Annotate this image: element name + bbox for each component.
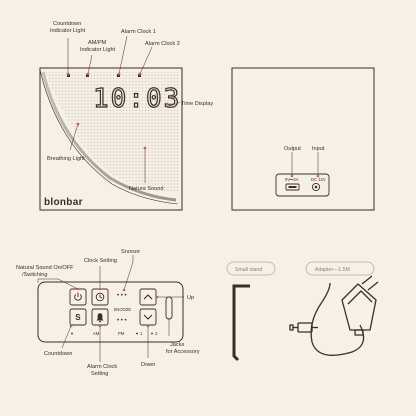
- indicator-1: 1: [140, 331, 143, 336]
- natural-sound-label-2: /Switching: [22, 272, 48, 278]
- countdown-button: [69, 308, 87, 326]
- countdown-label: Countdown: [44, 351, 72, 357]
- jacks-label-1: Jacks: [170, 342, 185, 348]
- nature-sound-label: Natura Sound: [129, 186, 164, 192]
- countdown-indicator-dot: [67, 74, 70, 77]
- small-stand-pill: [226, 261, 276, 276]
- clock-back-frame: [231, 67, 375, 211]
- port-panel: [275, 173, 330, 197]
- dc-input-port: [311, 182, 321, 192]
- accessories: Small stand Adapter---1.5M: [226, 261, 379, 362]
- ampm-light-label-2: Indicator Light: [80, 47, 116, 53]
- control-panel-diagram: • • • S SNOOZE • • • AM PM 1 2: [16, 249, 200, 377]
- adapter-label: Adapter---1.5M: [315, 267, 350, 273]
- front-view: 10:03 Countdown Indicator Light: [39, 21, 213, 211]
- control-panel: [37, 281, 184, 343]
- up-label: Up: [187, 295, 194, 301]
- natural-sound-label-1: Natural Sound On/OFF: [16, 265, 74, 271]
- breathing-light-arc: [41, 71, 177, 202]
- snooze-dots-bottom: • • •: [117, 318, 127, 324]
- usb-output-port: [285, 183, 300, 191]
- ampm-indicator-dot: [86, 74, 89, 77]
- input-spec: DC 12V: [311, 177, 326, 182]
- ampm-light-label-1: AM/PM: [88, 40, 107, 46]
- snooze-dots-top: • • •: [117, 293, 127, 299]
- clock-icon: [95, 292, 105, 302]
- clock-setting-label: Clock Setting: [84, 258, 117, 264]
- alarm2-label: Alarm Clock 2: [145, 41, 180, 47]
- s-letter: S: [75, 313, 81, 322]
- alarm-setting-label-1: Alarm Clock: [87, 364, 117, 370]
- output-label: Output: [284, 146, 301, 152]
- indicator-2: 2: [155, 331, 158, 336]
- snooze-label: Snooze: [121, 249, 140, 255]
- brand-logo: blonbar: [44, 197, 83, 208]
- alarm1-indicator-dot: [117, 74, 120, 77]
- indicator-am: AM: [93, 331, 100, 336]
- small-stand: [232, 284, 250, 362]
- breathing-light-label: Breathing Light: [47, 156, 85, 162]
- power-icon: [74, 292, 82, 301]
- small-stand-label: Small stand: [235, 267, 262, 273]
- snooze-text: SNOOZE: [114, 307, 132, 312]
- alarm1-label: Alarm Clock 1: [121, 29, 156, 35]
- time-display-label: Time Display: [181, 101, 213, 107]
- alarm2-indicator-dot: [138, 74, 141, 77]
- time-display: 10:03: [93, 84, 181, 114]
- back-view: 5V⎓2A DC 12V Output Input: [231, 67, 375, 211]
- adapter-pill: [305, 261, 375, 276]
- chevron-up-icon: [143, 294, 153, 300]
- countdown-light-label-1: Countdown: [53, 21, 81, 27]
- down-label: Down: [141, 362, 155, 368]
- indicator-pm: PM: [118, 331, 125, 336]
- jacks-label-2: for Accessory: [166, 349, 200, 355]
- countdown-light-label-2: Indicator Light: [50, 28, 86, 34]
- input-label: Input: [312, 146, 325, 152]
- output-spec: 5V⎓2A: [285, 177, 299, 182]
- bell-icon: [96, 313, 104, 321]
- chevron-down-icon: [143, 314, 153, 320]
- power-adapter: [289, 275, 379, 356]
- alarm-setting-label-2: Setting: [91, 371, 108, 377]
